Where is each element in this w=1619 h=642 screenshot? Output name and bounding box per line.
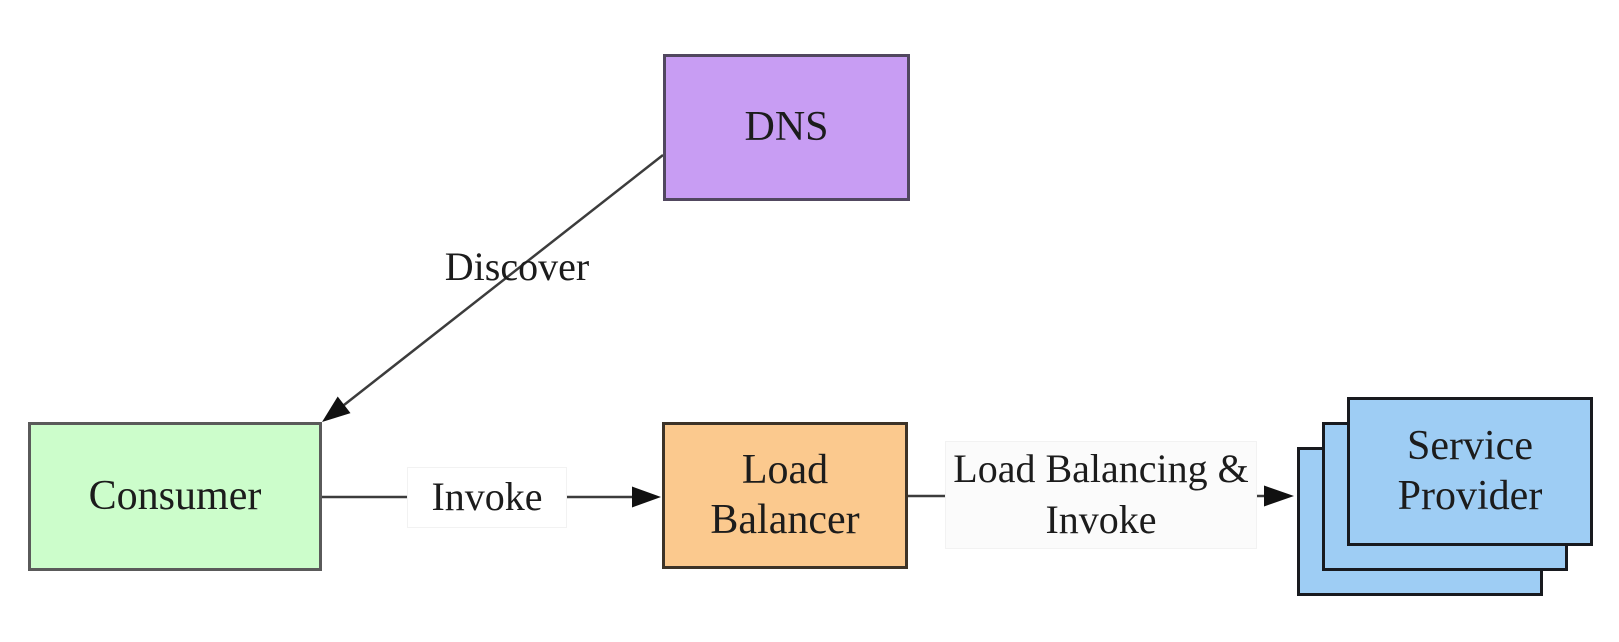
edge-label-invoke: Invoke bbox=[408, 468, 566, 527]
arrowhead-invoke-icon bbox=[632, 486, 661, 508]
arrowhead-load-balancing-invoke-icon bbox=[1264, 485, 1294, 507]
node-service-provider: Service Provider bbox=[1347, 397, 1593, 546]
arrowhead-discover-icon bbox=[322, 396, 351, 422]
node-dns-label: DNS bbox=[744, 103, 829, 150]
node-dns: DNS bbox=[663, 54, 910, 201]
node-service-provider-label: Service Provider bbox=[1397, 422, 1543, 519]
node-load-balancer-label: Load Balancer bbox=[710, 446, 860, 543]
node-consumer: Consumer bbox=[28, 422, 322, 571]
node-load-balancer: Load Balancer bbox=[662, 422, 908, 569]
edge-label-discover: Discover bbox=[444, 244, 590, 289]
node-consumer-label: Consumer bbox=[88, 472, 262, 519]
edge-label-load-balancing-invoke: Load Balancing & Invoke bbox=[946, 442, 1256, 548]
